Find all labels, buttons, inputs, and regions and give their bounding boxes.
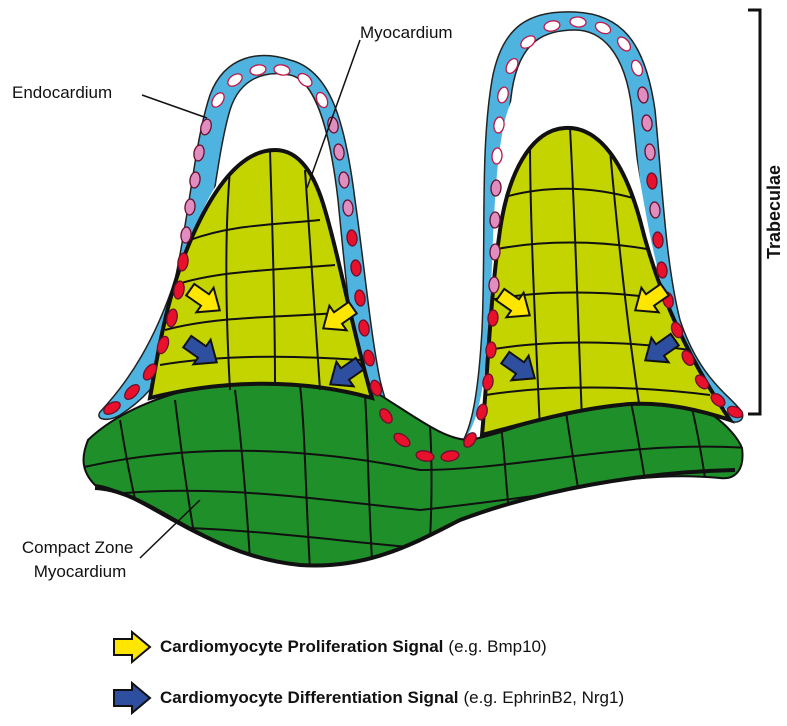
legend-differentiation: Cardiomyocyte Differentiation Signal (e.… xyxy=(112,678,624,718)
compact-zone-label: Compact Zone Myocardium xyxy=(22,538,138,581)
endocardial-nucleus xyxy=(490,244,501,261)
compact-zone-label-line1: Compact Zone xyxy=(22,538,134,557)
myocardium-label: Myocardium xyxy=(360,23,453,42)
legend-proliferation: Cardiomyocyte Proliferation Signal (e.g.… xyxy=(112,627,547,667)
legend-differentiation-example: (e.g. EphrinB2, Nrg1) xyxy=(464,688,625,708)
yellow-arrow-icon xyxy=(112,630,152,664)
endocardial-nucleus xyxy=(487,310,498,327)
legend-proliferation-example: (e.g. Bmp10) xyxy=(448,637,546,657)
trabeculae-bracket xyxy=(748,10,760,414)
endocardial-nucleus xyxy=(490,180,501,197)
legend-differentiation-title: Cardiomyocyte Differentiation Signal xyxy=(160,688,459,708)
compact-zone-label-line2: Myocardium xyxy=(34,562,127,581)
trabeculae-label: Trabeculae xyxy=(764,165,784,259)
compact-zone-myocardium xyxy=(80,380,750,570)
trabecula-right xyxy=(482,128,730,435)
endocardium-label: Endocardium xyxy=(12,83,112,102)
endocardial-nucleus xyxy=(489,277,500,294)
blue-arrow-icon xyxy=(112,681,152,715)
endocardium-leader-line xyxy=(142,95,207,118)
legend-proliferation-title: Cardiomyocyte Proliferation Signal xyxy=(160,637,443,657)
endocardial-nucleus xyxy=(490,212,501,229)
